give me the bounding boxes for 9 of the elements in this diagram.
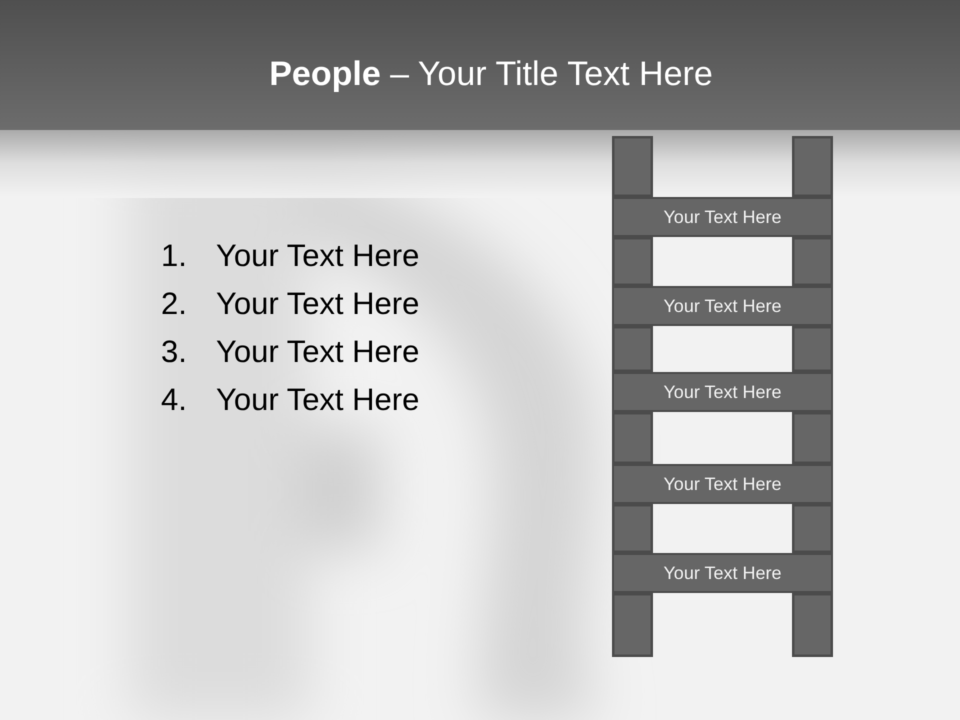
list-item-text: Your Text Here — [216, 285, 420, 323]
list-number: 2. — [161, 285, 187, 323]
list-number: 1. — [161, 237, 187, 275]
list-item-text: Your Text Here — [216, 381, 420, 419]
slide-title: People – Your Title Text Here — [269, 55, 713, 93]
list-number: 4. — [161, 381, 187, 419]
list-item-text: Your Text Here — [216, 333, 420, 371]
list-number: 3. — [161, 333, 187, 371]
list-item-text: Your Text Here — [216, 237, 420, 275]
